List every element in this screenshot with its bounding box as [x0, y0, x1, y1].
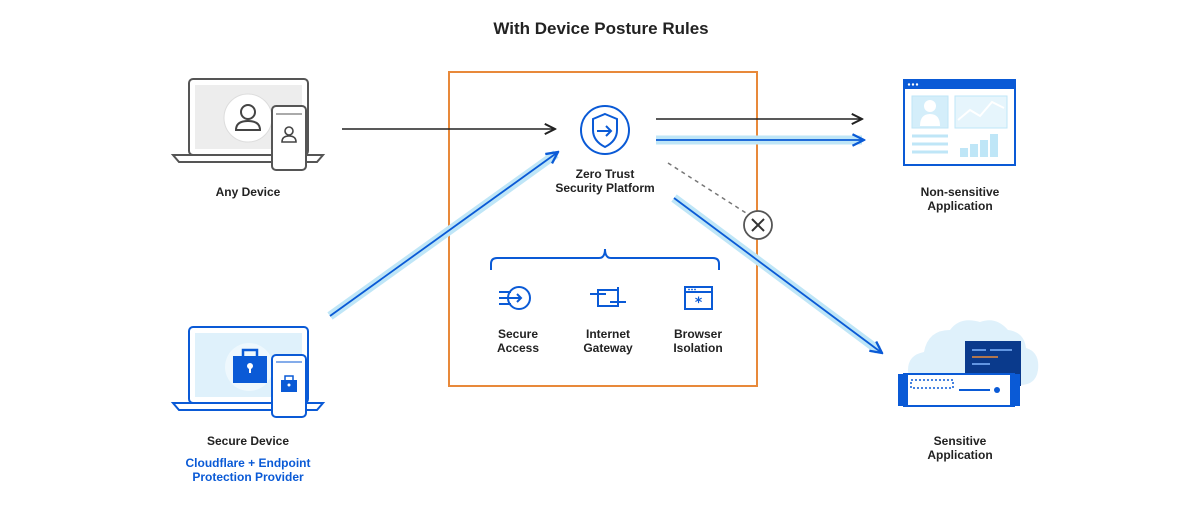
secure-device-flow-arrow — [327, 150, 558, 320]
secure-device-sublabel-1: Cloudflare + Endpoint — [185, 456, 311, 470]
any-device-laptop-icon — [170, 78, 326, 171]
secure-access-icon — [499, 286, 531, 310]
internet-gateway-icon — [590, 287, 626, 307]
platform-label-line1: Zero Trust — [575, 167, 635, 181]
diagram-title: With Device Posture Rules — [493, 19, 709, 38]
service-secure-access-line2: Access — [496, 341, 540, 355]
non-sensitive-app-label-line1: Non-sensitive — [920, 185, 1000, 199]
sensitive-app-label-line2: Application — [927, 448, 993, 462]
service-browser-isolation-line2: Isolation — [673, 341, 723, 355]
services-brace — [490, 248, 720, 270]
browser-isolation-icon: * — [684, 286, 713, 311]
any-device-label: Any Device — [215, 185, 281, 199]
to-sensitive-arrow — [671, 194, 882, 353]
service-browser-isolation-line1: Browser — [673, 327, 723, 341]
sensitive-app-icon — [898, 320, 1039, 407]
sensitive-app-label-line1: Sensitive — [933, 434, 987, 448]
svg-text:*: * — [695, 295, 703, 311]
service-internet-gateway-line1: Internet — [585, 327, 630, 341]
non-sensitive-app-icon — [903, 79, 1016, 166]
service-internet-gateway-line2: Gateway — [583, 341, 633, 355]
blocked-x-icon — [743, 210, 773, 240]
non-sensitive-app-label-line2: Application — [927, 199, 993, 213]
zero-trust-shield-icon — [580, 105, 630, 155]
secure-device-label: Secure Device — [206, 434, 290, 448]
secure-device-laptop-icon — [170, 326, 326, 418]
platform-label-line2: Security Platform — [555, 181, 655, 195]
secure-device-sublabel-2: Protection Provider — [192, 470, 304, 484]
service-secure-access-line1: Secure — [497, 327, 539, 341]
